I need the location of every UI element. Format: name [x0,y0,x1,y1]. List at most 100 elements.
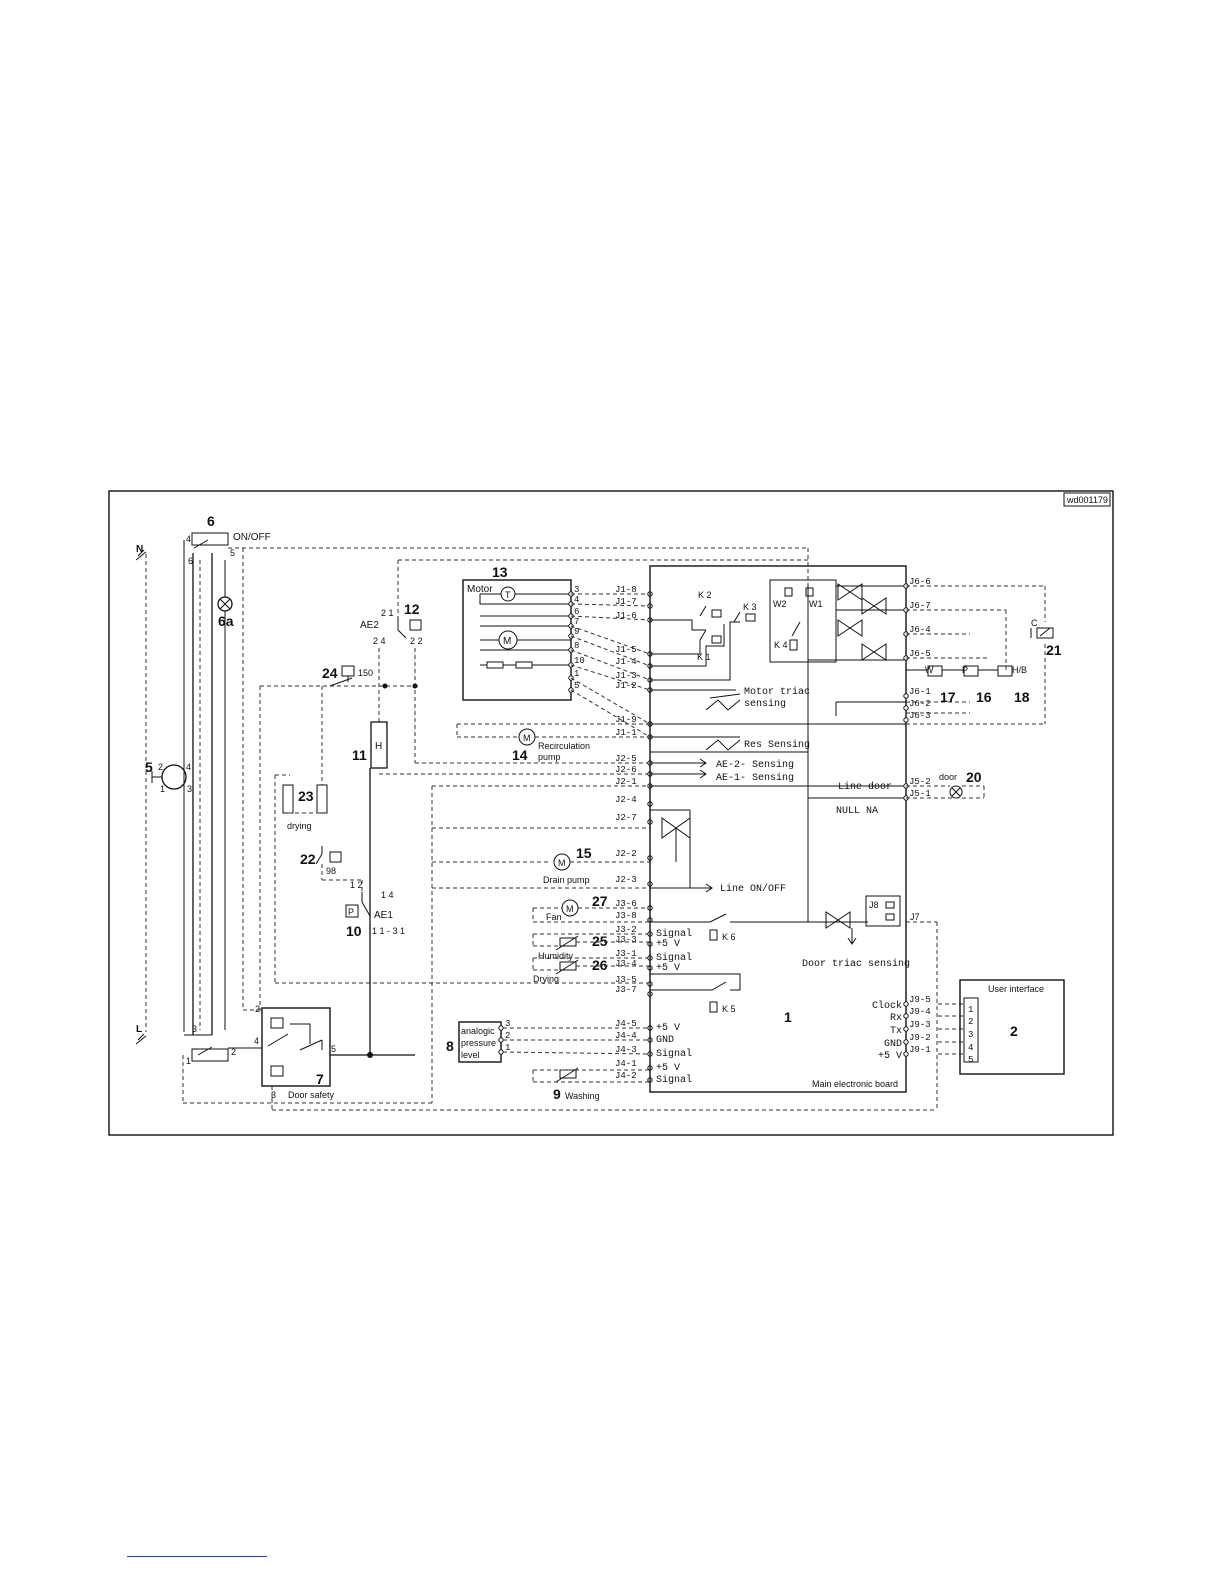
relay-k2-label: K 2 [698,590,712,600]
ui-pin-label: 3 [968,1030,973,1040]
j4-signal-label: Signal [656,1048,692,1060]
motor-pin: 3 [574,585,579,595]
motor-pin: 7 [574,617,579,627]
j1-pin-label: J1-9 [615,715,637,725]
j9-signal-label: Rx [890,1013,902,1024]
j9-pin-label: J9-3 [909,1020,931,1030]
motor-triac-sensing-1: Motor triac [744,686,810,698]
component-1-number: 1 [784,1009,792,1025]
j2-pin-label: J2-4 [615,795,637,805]
ae2-pin-21: 2 1 [381,608,394,618]
onoff-pin-2: 2 [231,1047,236,1057]
j4-pin-label: J4-5 [615,1019,637,1029]
pressure-label: pressure [461,1038,496,1048]
motor-pin: 9 [574,627,579,637]
heater-h-label: H [375,741,382,752]
drying-label: drying [287,821,312,831]
diagram-frame [108,490,1114,1136]
component-24-number: 24 [322,665,338,681]
j3-pin-label: J3-2 [615,925,637,935]
j6-pin-label: J6-5 [909,649,931,659]
j2-pin-label: J2-1 [615,777,637,787]
ae1-sensing-label: AE-1- Sensing [716,772,794,784]
component-18-number: 18 [1014,689,1030,705]
svg-text:M: M [566,904,574,914]
j9-pin-label: J9-5 [909,995,931,1005]
neutral-label: N [136,544,143,555]
pressure-pin-label: 1 [505,1043,510,1053]
j2-pin-label: J2-2 [615,849,637,859]
j9-signal-label: +5 V [878,1051,902,1062]
svg-text:M: M [558,858,566,868]
filter-pin-2: 2 [158,762,163,772]
filter-pin-1: 1 [160,784,165,794]
drying-sensor-label: Drying [533,974,559,984]
component-6-number: 6 [207,513,215,529]
ae1-pin-11: 1 1 - 3 1 [372,926,405,936]
j3-pin-label: J3-4 [615,959,637,969]
onoff-pin-6: 6 [188,556,193,566]
ae1-pin-14: 1 4 [381,890,394,900]
component-12-number: 12 [404,601,420,617]
j2-pin-label: J2-7 [615,813,637,823]
relay-w2-label: W2 [773,599,787,609]
ae2-pin-24: 2 4 [373,636,386,646]
j4-signal-label: +5 V [656,1023,680,1034]
j3-pin-label: J3-3 [615,935,637,945]
line-label: L [136,1024,142,1035]
onoff-label: ON/OFF [233,532,271,543]
j6-pin-label: J6-2 [909,699,931,709]
relay-k6-label: K 6 [722,932,736,942]
component-20-number: 20 [966,769,982,785]
j1-pin-label: J1-7 [615,597,637,607]
thermostat-22-temp: 98 [326,866,336,876]
main-board-label: Main electronic board [812,1079,898,1089]
component-22-number: 22 [300,851,316,867]
component-8-number: 8 [446,1038,454,1054]
j4-signal-label: GND [656,1035,674,1046]
motor-pin: 1 [574,669,579,679]
j9-signal-label: Tx [890,1026,902,1037]
j4-pin-label: J4-1 [615,1059,637,1069]
onoff-switch-box [191,532,229,546]
pressure-pin-label: 3 [505,1019,510,1029]
ae1-label: AE1 [374,910,393,921]
pressure-pin-dot [498,1037,504,1043]
ae2-pin-22: 2 2 [410,636,423,646]
j9-pin-label: J9-4 [909,1007,931,1017]
j4-signal-label: Signal [656,1074,692,1086]
door-safety-pin-2: 2 [255,1004,260,1014]
diagram-id-box [1063,492,1111,507]
door-safety-pin-4: 4 [254,1036,259,1046]
j9-signal-label: Clock [872,1000,902,1012]
j4-pin-label: J4-4 [615,1031,637,1041]
component-9-number: 9 [553,1086,561,1102]
diagram-id: wd001179 [1066,495,1108,505]
j9-signal-label: GND [884,1039,902,1050]
j3-pin-label: J3-8 [615,911,637,921]
j3-signal-label: +5 V [656,939,680,950]
ae1-pin-12: 1 2 [350,880,363,890]
washing-label: Washing [565,1091,600,1101]
onoff-pin-1: 1 [186,1056,191,1066]
main-board-box [649,565,907,1093]
door-triac-sensing-label: Door triac sensing [802,958,910,970]
component-14-number: 14 [512,747,528,763]
onoff-pin-4: 4 [186,534,191,544]
drain-pump-label: Drain pump [543,875,590,885]
j3-pin-label: J3-1 [615,949,637,959]
j6-pin-dot [903,705,909,711]
j1-pin-label: J1-3 [615,671,637,681]
svg-text:M: M [523,733,531,743]
recirculation-pump-label: pump [538,752,561,762]
j3-pin-label: J3-5 [615,975,637,985]
j4-pin-label: J4-2 [615,1071,637,1081]
svg-text:M: M [503,636,511,647]
component-21-number: 21 [1046,642,1062,658]
component-17-number: 17 [940,689,956,705]
j1-pin-label: J1-5 [615,645,637,655]
